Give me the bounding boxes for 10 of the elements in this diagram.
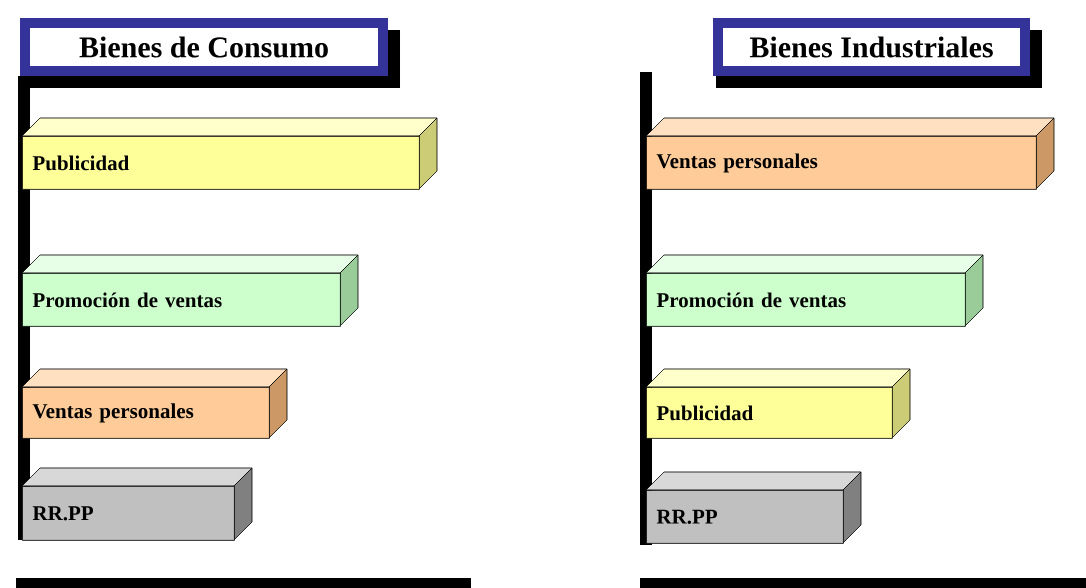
bar-block: Ventas personales: [21, 368, 288, 439]
bar-block: RR.PP: [645, 471, 862, 544]
bar-block: RR.PP: [21, 467, 253, 541]
bar-block: Promoción de ventas: [21, 254, 359, 327]
title-box: Bienes Industriales: [713, 18, 1042, 88]
bar-block: Ventas personales: [645, 117, 1055, 190]
bar-block: Promoción de ventas: [645, 254, 984, 327]
bar-block: Publicidad: [21, 117, 438, 190]
title-box: Bienes de Consumo: [20, 18, 400, 88]
bar-block: Publicidad: [645, 368, 911, 439]
